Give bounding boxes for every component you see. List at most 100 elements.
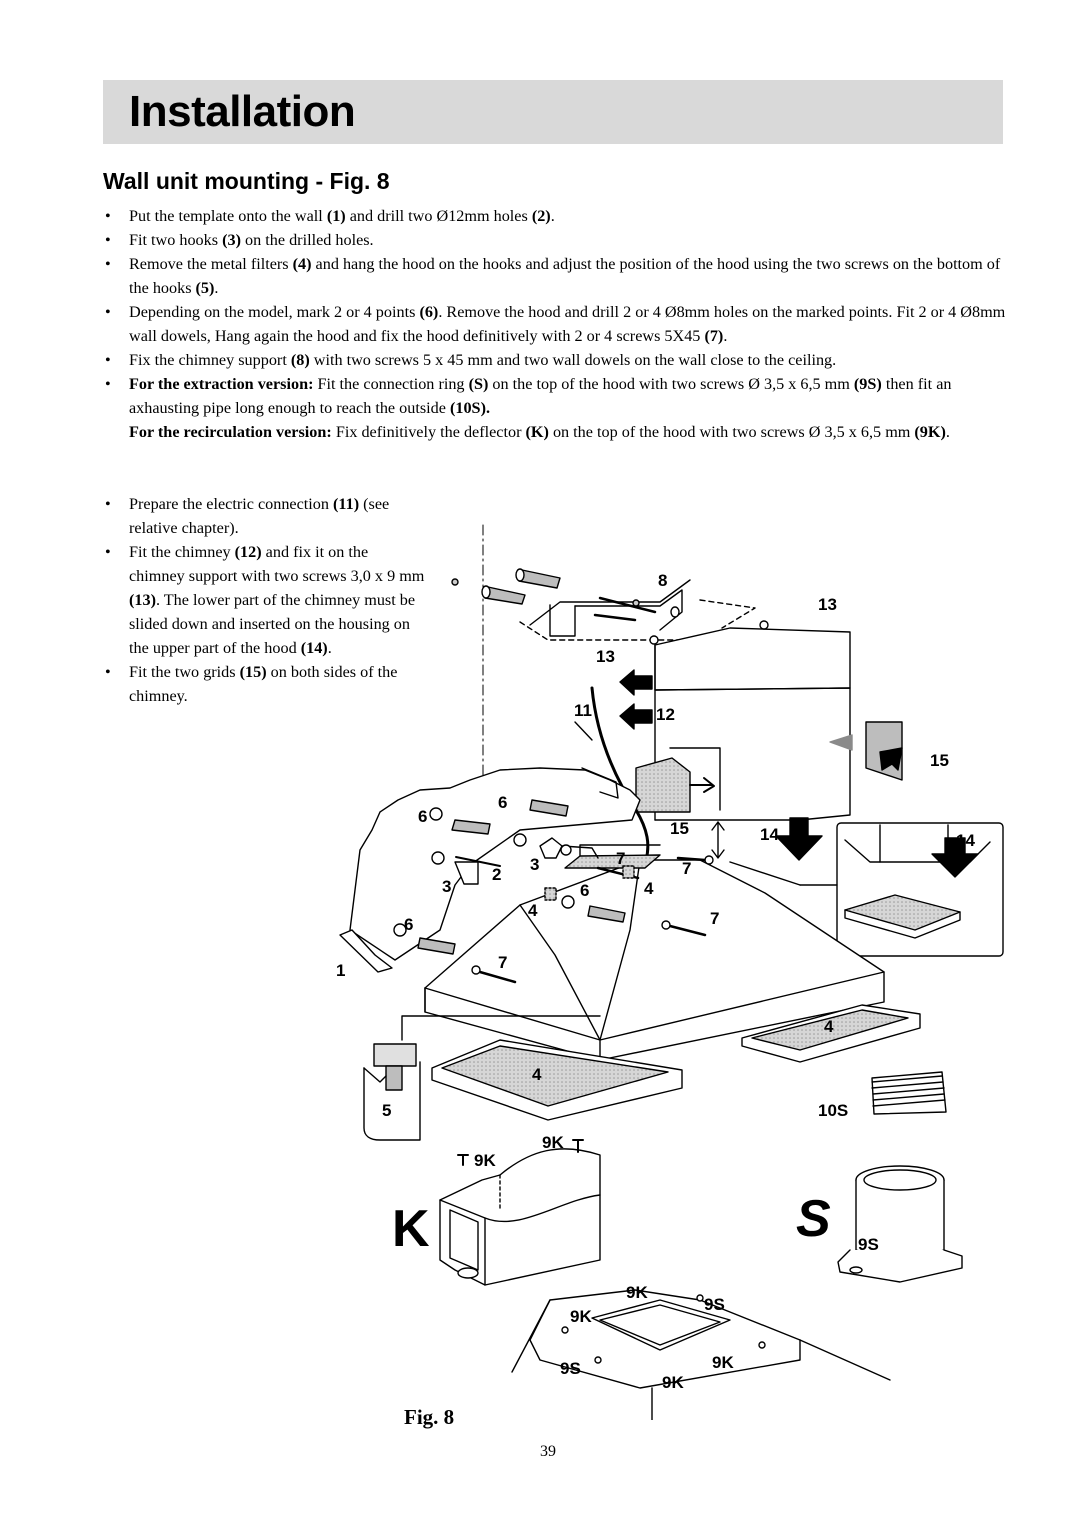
wall-template (339, 767, 641, 973)
reference-number: (2) (531, 207, 551, 225)
callout-9k: 9K (570, 1307, 592, 1326)
step-text: Prepare the electric connection (129, 495, 334, 513)
callout-9k: 9K (474, 1151, 496, 1170)
chimney-upper-section (649, 620, 851, 821)
reference-number: For the recirculation version: (129, 423, 332, 441)
callout-13: 13 (818, 595, 837, 614)
installation-diagram: 8 13 13 11 12 15 15 14 14 6 6 6 6 3 3 2 … (336, 524, 1004, 1420)
callout-3: 3 (530, 855, 539, 874)
instruction-step: •Fix the chimney support (8) with two sc… (103, 348, 1008, 372)
callout-4: 4 (644, 879, 654, 898)
callout-7: 7 (710, 909, 719, 928)
step-text: . Remove the hood and drill 2 or 4 Ø8mm … (129, 303, 1006, 345)
label-k: K (392, 1200, 430, 1258)
reference-number: (9S) (853, 375, 882, 393)
bullet-marker: • (105, 255, 111, 273)
instruction-step: • Remove the metal filters (4) and hang t… (103, 252, 1008, 300)
bullet-marker: • (105, 303, 111, 321)
step-text: Depending on the model, mark 2 or 4 poin… (129, 303, 420, 321)
step-text: Fix definitively the deflector (331, 423, 526, 441)
reference-number: (8) (290, 351, 310, 369)
wall-hook (393, 807, 575, 937)
step-text: Fit the connection ring (313, 375, 469, 393)
grid-left (635, 757, 715, 813)
callout-9s: 9S (560, 1359, 581, 1378)
callout-14: 14 (956, 831, 975, 850)
reference-number: (14) (300, 639, 328, 657)
hood-top-plate (511, 1289, 891, 1420)
callout-11: 11 (574, 701, 592, 720)
reference-number: (10S). (449, 399, 491, 417)
callout-13: 13 (596, 647, 615, 666)
chimney-support-bracket (519, 579, 756, 641)
callout-7: 7 (498, 953, 507, 972)
bullet-marker: • (105, 663, 111, 681)
grid-right (829, 721, 903, 781)
deflector-k (439, 1139, 601, 1286)
step-text: on the top of the hood with two screws Ø… (488, 375, 854, 393)
instruction-step: •Put the template onto the wall (1) and … (103, 204, 1008, 228)
step-text: with two screws 5 x 45 mm and two wall d… (309, 351, 837, 369)
step-text: on both sides of the chimney. (129, 663, 398, 705)
instruction-step: •Prepare the electric connection (11) (s… (103, 492, 425, 540)
step-text: on the drilled holes. (240, 231, 374, 249)
reference-number: (4) (292, 255, 312, 273)
step-text: Fit the chimney (129, 543, 235, 561)
filter-right (741, 1004, 921, 1063)
instruction-list-secondary: • Prepare the electric connection (11) (s… (103, 492, 425, 708)
step-text: and hang the hood on the hooks and adjus… (129, 255, 1001, 297)
step-text: Put the template onto the wall (129, 207, 327, 225)
instruction-step: • Fit the two grids (15) on both sides of… (103, 660, 425, 708)
callout-12: 12 (656, 705, 675, 724)
reference-number: (11) (333, 495, 360, 513)
callout-9k: 9K (626, 1283, 648, 1302)
callout-9k: 9K (662, 1373, 684, 1392)
callout-3: 3 (442, 877, 451, 896)
step-text: . (550, 207, 555, 225)
callout-4: 4 (824, 1017, 834, 1036)
label-s: S (796, 1190, 831, 1248)
callout-4: 4 (532, 1065, 542, 1084)
detail-inset (729, 822, 1004, 957)
reference-number: (15) (239, 663, 267, 681)
wall-dowel-top-1 (481, 585, 526, 605)
instruction-step: • Depending on the model, mark 2 or 4 poi… (103, 300, 1008, 348)
instruction-list: •Put the template onto the wall (1) and … (103, 204, 1008, 444)
step-text: (see relative chapter). (129, 495, 390, 537)
screw-top (451, 578, 680, 622)
reference-number: (9K) (914, 423, 946, 441)
callout-9s: 9S (858, 1235, 879, 1254)
reference-number: (K) (525, 423, 549, 441)
step-text: Fit two hooks (129, 231, 223, 249)
hook-center (539, 837, 599, 859)
bullet-marker: • (105, 375, 111, 393)
bullet-marker: • (105, 543, 111, 561)
step-text: . (327, 639, 332, 657)
hood-body (424, 844, 885, 1061)
instruction-step: •Fit two hooks (3) on the drilled holes. (103, 228, 1008, 252)
callout-labels: 8 13 13 11 12 15 15 14 14 6 6 6 6 3 3 2 … (336, 571, 975, 1392)
step-text: . (723, 327, 728, 345)
connection-ring-s (837, 1165, 963, 1283)
arrow-chimney-left-1 (619, 669, 653, 696)
step-text: . (945, 423, 950, 441)
arrow-chimney-left-2 (619, 703, 653, 730)
callout-15: 15 (930, 751, 949, 770)
callout-6: 6 (404, 915, 413, 934)
bullet-marker: • (105, 351, 111, 369)
step-text: and fix it on the chimney support with t… (129, 543, 425, 585)
callout-2: 2 (492, 865, 501, 884)
callout-6: 6 (498, 793, 507, 812)
step-text: Fit the two grids (129, 663, 240, 681)
reference-number: (7) (704, 327, 724, 345)
step-text: on the top of the hood with two screws Ø… (548, 423, 915, 441)
step-text: Remove the metal filters (129, 255, 293, 273)
reference-number: (S) (468, 375, 489, 393)
instruction-step: •For the extraction version: Fit the con… (103, 372, 1008, 444)
callout-7: 7 (616, 849, 625, 868)
bullet-marker: • (105, 207, 111, 225)
callout-7: 7 (682, 859, 691, 878)
header-band: Installation (103, 80, 1003, 144)
reference-number: (12) (234, 543, 262, 561)
